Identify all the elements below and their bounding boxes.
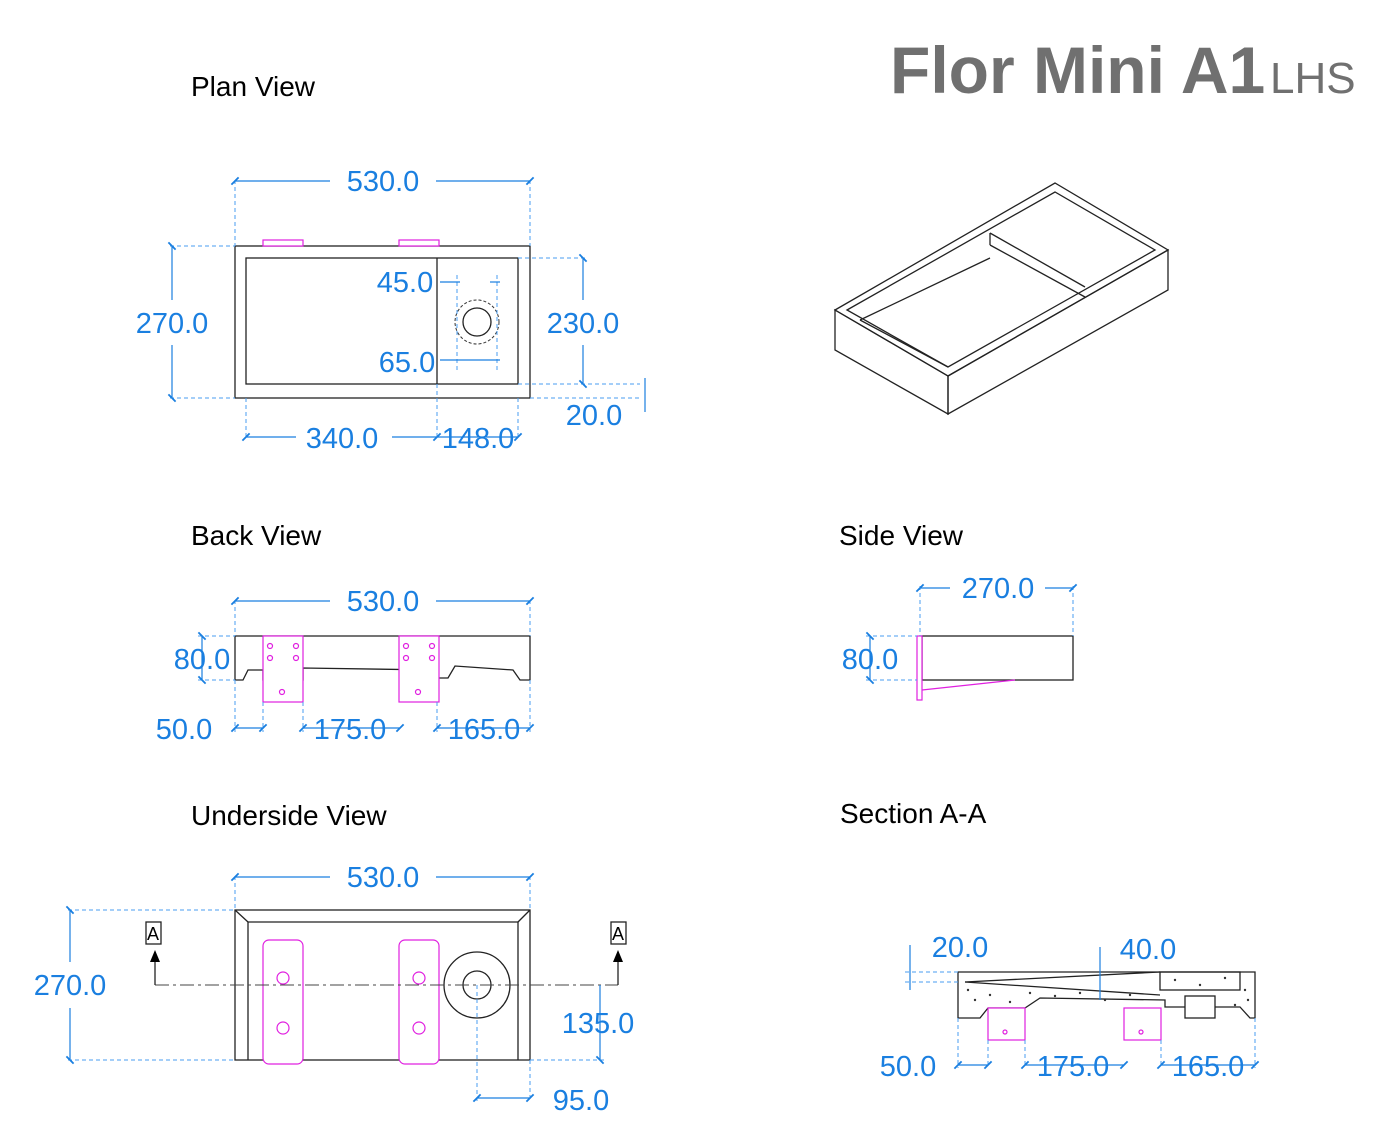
dim-section-shelf-height: 40.0	[1120, 934, 1176, 966]
side-view: Side View 270.0 80.0	[839, 520, 1078, 701]
dim-underside-waste-x: 95.0	[553, 1085, 609, 1117]
dim-section-thickness: 20.0	[932, 932, 988, 964]
dim-section-bracket-spacing: 175.0	[1037, 1051, 1110, 1083]
dim-back-width: 530.0	[347, 586, 420, 618]
dim-plan-basin-len: 340.0	[306, 423, 379, 455]
plan-view: Plan View 530.0 270.0 45.0 65.0 230.0	[136, 71, 646, 455]
underside-bracket-right	[398, 939, 440, 1065]
waste-outer	[454, 299, 500, 345]
section-marker-right	[610, 921, 627, 945]
plan-view-title: Plan View	[191, 71, 316, 102]
dim-plan-depth: 270.0	[136, 308, 209, 340]
dim-plan-waste-dia: 65.0	[379, 347, 435, 379]
side-view-title: Side View	[839, 520, 964, 551]
waste-hole	[462, 307, 492, 337]
dim-section-right-offset: 165.0	[1172, 1051, 1245, 1083]
section-aa: Section A-A 20.0 40.0 50.0 175.0 16	[840, 798, 1260, 1083]
section-marker-left	[145, 921, 162, 945]
section-bracket-left	[987, 1007, 1026, 1041]
underside-bracket-left	[262, 939, 304, 1065]
dim-back-left-offset: 50.0	[156, 714, 212, 746]
side-outline	[921, 635, 1074, 681]
underside-view: Underside View A A 530.0 270.0 135.0	[34, 800, 635, 1117]
drawing-title: Flor Mini A1 LHS	[890, 33, 1356, 107]
dim-plan-rim: 20.0	[566, 400, 622, 432]
dim-section-left-offset: 50.0	[880, 1051, 936, 1083]
dim-side-height: 80.0	[842, 644, 898, 676]
plan-outline	[234, 245, 531, 399]
dim-side-depth: 270.0	[962, 573, 1035, 605]
svg-text:A: A	[612, 924, 624, 944]
dim-plan-width: 530.0	[347, 166, 420, 198]
fixing-holes	[276, 971, 426, 1035]
side-bracket	[916, 635, 923, 701]
underside-view-title: Underside View	[191, 800, 387, 831]
back-view-title: Back View	[191, 520, 322, 551]
svg-text:A: A	[147, 924, 159, 944]
section-aa-title: Section A-A	[840, 798, 987, 829]
product-name: Flor Mini A1	[890, 33, 1265, 107]
product-variant: LHS	[1270, 54, 1356, 103]
back-bracket-left	[262, 635, 304, 703]
section-hatch	[966, 976, 1250, 1007]
dim-underside-width: 530.0	[347, 862, 420, 894]
dim-underside-waste-y: 135.0	[562, 1008, 635, 1040]
section-bracket-right	[1123, 1007, 1162, 1041]
dim-underside-depth: 270.0	[34, 970, 107, 1002]
dim-back-height: 80.0	[174, 644, 230, 676]
dim-back-right-offset: 165.0	[448, 714, 521, 746]
bracket-tab-right	[398, 239, 440, 247]
dim-back-bracket-spacing: 175.0	[314, 714, 387, 746]
back-view: Back View 530.0 80.0 50.0 175.0 165.0	[156, 520, 535, 746]
back-bracket-right	[398, 635, 440, 703]
plan-basin	[245, 257, 519, 385]
dim-plan-shelf-len: 148.0	[442, 423, 515, 455]
dim-plan-inner-depth: 230.0	[547, 308, 620, 340]
bracket-tab-left	[262, 239, 304, 247]
isometric-view	[833, 182, 1170, 416]
dim-plan-waste-offset: 45.0	[377, 267, 433, 299]
